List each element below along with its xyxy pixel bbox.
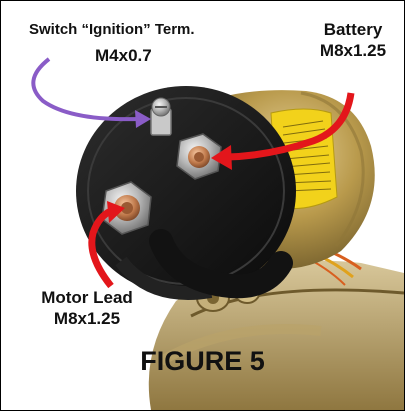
switch-terminal-name: Switch “Ignition” Term. [29,21,195,38]
battery-thread: M8x1.25 [319,41,387,61]
solenoid-cap [76,86,296,300]
motor-lead-arrow [88,201,125,289]
ignition-terminal [150,97,172,136]
switch-terminal-arrow [31,57,151,128]
battery-name: Battery [323,20,383,39]
switch-terminal-thread-label: M4x0.7 [95,45,152,66]
motor-lead-thread: M8x1.25 [53,309,121,329]
battery-terminal [176,133,222,180]
switch-terminal-label: Switch “Ignition” Term. [29,21,195,40]
motor-lead-name: Motor Lead [41,288,133,307]
battery-label: Battery M8x1.25 [305,19,401,62]
battery-arrow [211,92,355,170]
figure-caption: FIGURE 5 [140,346,265,376]
switch-terminal-thread: M4x0.7 [95,46,152,65]
motor-lead-label: Motor Lead M8x1.25 [25,287,149,330]
motor-cable [149,229,293,299]
